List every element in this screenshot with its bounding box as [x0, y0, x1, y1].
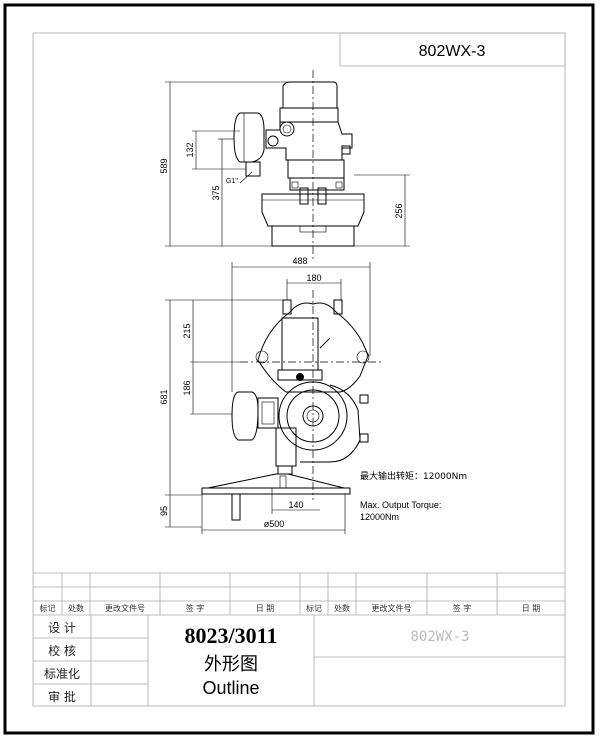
- title-block: 标记 处数 更改文件号 签 字 日 期 标记 处数 更改文件号 签 字 日 期 设 计校 核标准化…: [33, 572, 565, 706]
- revision-header: 更改文件号: [372, 603, 412, 613]
- dim-500-diameter: ø500: [264, 519, 285, 529]
- title-en: Outline: [202, 678, 259, 698]
- torque-note-cn: 最大输出转矩：12000Nm: [360, 470, 467, 482]
- revision-header: 处数: [334, 603, 350, 613]
- title-cn: 外形图: [204, 654, 258, 675]
- front-elevation-view: 589 132 375 256 G1": [159, 70, 410, 262]
- title-model: 802WX-3: [410, 629, 469, 645]
- revision-header: 签 字: [453, 603, 472, 613]
- model-label: 802WX-3: [419, 43, 486, 60]
- drawing-number: 8023/3011: [185, 623, 278, 648]
- dim-375: 375: [211, 185, 221, 200]
- outer-border: [3, 3, 595, 735]
- dim-186: 186: [182, 380, 192, 395]
- revision-header: 标记: [40, 603, 56, 613]
- revision-header: 日 期: [256, 604, 275, 613]
- dim-488: 488: [292, 256, 307, 266]
- dim-180: 180: [306, 273, 321, 283]
- side-elevation-view: 488 180 681 215 186 95 140 ø500: [159, 256, 382, 534]
- inner-border: [32, 32, 566, 707]
- revision-header: 签 字: [186, 603, 205, 613]
- dim-215: 215: [182, 323, 192, 338]
- approval-role: 设 计: [48, 621, 76, 635]
- dim-140: 140: [288, 500, 303, 510]
- dim-681: 681: [159, 389, 169, 404]
- dim-95: 95: [159, 506, 169, 516]
- revision-header: 日 期: [522, 604, 541, 613]
- thread-label: G1": [226, 178, 238, 185]
- approval-role: 审 批: [48, 689, 76, 704]
- dim-589: 589: [159, 158, 169, 173]
- torque-note-en-value: 12000Nm: [360, 512, 399, 522]
- dim-256: 256: [394, 203, 404, 218]
- revision-header: 标记: [306, 603, 322, 613]
- dim-132: 132: [185, 142, 195, 157]
- model-box: [339, 32, 566, 67]
- torque-note-en-label: Max. Output Torque:: [360, 500, 441, 510]
- revision-header: 处数: [68, 603, 84, 613]
- approval-role: 标准化: [44, 667, 80, 681]
- revision-header: 更改文件号: [105, 603, 145, 613]
- approval-role: 校 核: [48, 643, 76, 658]
